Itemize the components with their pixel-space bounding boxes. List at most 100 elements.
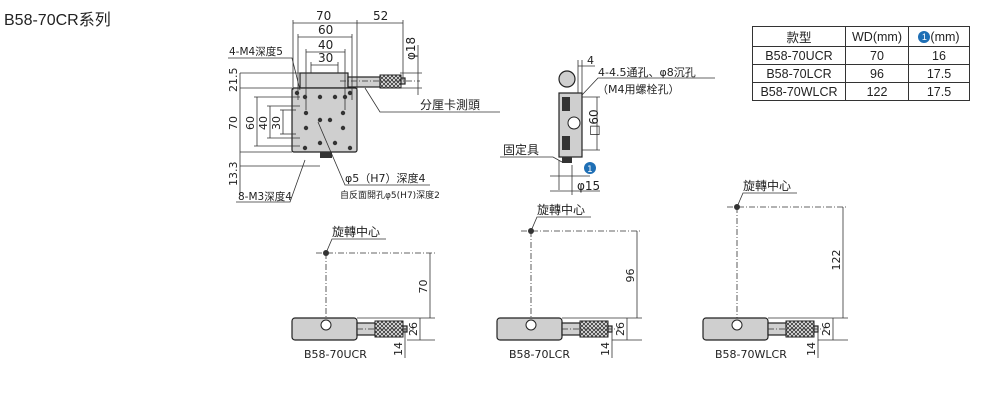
fixture: [562, 157, 572, 163]
front-views: 旋轉中心702614B58-70UCR旋轉中心962614B58-70LCR旋轉…: [291, 178, 848, 361]
cell-wd: 96: [845, 64, 909, 83]
micrometer-end: [558, 70, 576, 88]
side-screw: [562, 97, 570, 111]
label-micrometer: 分厘卡測頭: [420, 98, 480, 112]
cell-model: B58-70LCR: [752, 64, 846, 83]
stage-holes: [294, 90, 353, 151]
side-screw: [562, 136, 570, 150]
page-title: B58-70CR系列: [4, 12, 111, 29]
badge-1-text: 1: [587, 165, 593, 175]
model-label: B58-70LCR: [509, 348, 570, 361]
badge-1-icon: 1: [918, 30, 931, 43]
side-view: 4 4-4.5通孔、φ8沉孔 （M4用螺栓孔） □60 固定具 1 φ15: [500, 54, 715, 195]
leader-line: [530, 216, 591, 232]
label-back-hole: 自反面開孔φ5(H7)深度2: [340, 189, 440, 201]
dim-left-70: 70: [227, 116, 240, 130]
mounting-hole: [340, 125, 346, 131]
model-label: B58-70UCR: [304, 348, 367, 361]
mounting-hole: [317, 94, 323, 100]
mounting-hole: [332, 94, 338, 100]
label-m4-tap: 4-M4深度5: [229, 45, 283, 58]
stage-body: [291, 87, 358, 153]
mounting-hole: [317, 117, 323, 123]
dim-phi18: φ18: [404, 37, 418, 60]
top-dimension-lines: [228, 20, 500, 203]
dim-left-30: 30: [270, 116, 283, 130]
dim-30: 30: [318, 51, 333, 65]
dim-52: 52: [373, 9, 388, 23]
label-pin-hole: φ5（H7）深度4: [345, 171, 426, 185]
cell-dim1: 17.5: [908, 82, 970, 101]
rotation-center-label: 旋轉中心: [537, 202, 585, 217]
offset-dim-label: 14: [599, 342, 612, 356]
cell-wd: 122: [845, 82, 909, 101]
mounting-hole: [347, 90, 353, 96]
stage-top-part: [299, 72, 349, 89]
rotation-center-label: 旋轉中心: [743, 178, 791, 193]
stage-knob: [731, 319, 743, 331]
top-view: 70 60 40 30 52 φ18 21.5 70 60 40 30 13.3…: [227, 9, 500, 203]
offset-dim-label: 14: [805, 342, 818, 356]
label-m3-tap: 8-M3深度4: [238, 190, 292, 203]
wd-dim-label: 70: [417, 280, 430, 294]
mounting-hole: [327, 117, 333, 123]
height-dim-label: 26: [820, 322, 833, 336]
clamp-knob: [320, 152, 332, 158]
wd-dim-label: 96: [624, 269, 637, 283]
stage-knob: [525, 319, 537, 331]
leader-line: [325, 238, 386, 254]
offset-dim-label: 14: [392, 342, 405, 356]
dim-60: 60: [318, 23, 333, 37]
cell-dim1: 17.5: [908, 64, 970, 83]
mounting-hole: [302, 145, 308, 151]
mounting-hole: [303, 125, 309, 131]
cell-model: B58-70UCR: [752, 46, 846, 65]
side-dimension-lines: [500, 60, 715, 195]
stage-knob: [320, 319, 332, 331]
dim-left-40: 40: [257, 116, 270, 130]
micrometer-barrel: [347, 76, 381, 88]
dim-21-5: 21.5: [227, 68, 240, 93]
label-through-hole: 4-4.5通孔、φ8沉孔: [598, 66, 696, 79]
micrometer-knurl: [379, 74, 402, 89]
cell-dim1: 16: [908, 46, 970, 65]
mounting-hole: [302, 94, 308, 100]
dim-4: 4: [587, 54, 594, 67]
height-dim-label: 26: [614, 322, 627, 336]
wd-dim-label: 122: [830, 250, 843, 271]
mounting-hole: [317, 140, 323, 146]
mounting-hole: [332, 140, 338, 146]
header-dim1: 1(mm): [908, 26, 970, 47]
leader-line: [736, 192, 797, 208]
dim-square-60: □60: [587, 109, 601, 136]
dim-13-3: 13.3: [227, 162, 240, 187]
dim-40: 40: [318, 38, 333, 52]
mounting-hole: [303, 110, 309, 116]
header-model: 款型: [752, 26, 846, 47]
height-dim-label: 26: [407, 322, 420, 336]
dim-left-60: 60: [244, 116, 257, 130]
cell-model: B58-70WLCR: [752, 82, 846, 101]
mounting-hole: [347, 145, 353, 151]
side-hole: [567, 116, 581, 130]
mounting-hole: [294, 90, 300, 96]
badge-1-icon: [584, 162, 596, 174]
mounting-hole: [340, 110, 346, 116]
model-label: B58-70WLCR: [715, 348, 787, 361]
cell-wd: 70: [845, 46, 909, 65]
dim-phi15: φ15: [577, 179, 600, 193]
rotation-center-label: 旋轉中心: [332, 224, 380, 239]
header-dim1-label: (mm): [930, 29, 960, 44]
label-fixture: 固定具: [503, 142, 539, 157]
dim-70: 70: [316, 9, 331, 23]
header-wd: WD(mm): [845, 26, 909, 47]
table-header-row: 款型 WD(mm) 1(mm): [752, 26, 970, 47]
